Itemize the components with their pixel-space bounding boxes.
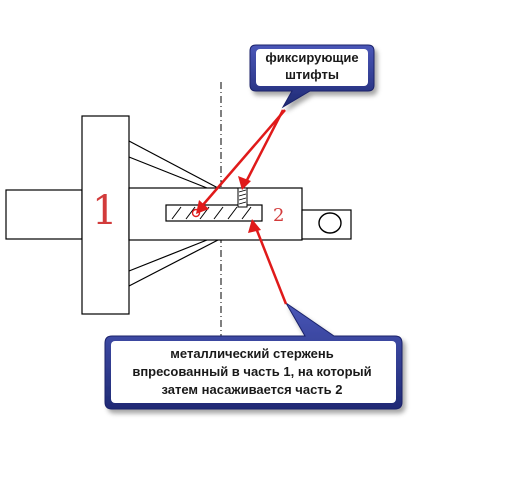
arrows xyxy=(196,109,288,305)
arrowhead-round-pin xyxy=(196,200,209,214)
part-2-number: 2 xyxy=(273,205,284,226)
rod-hatching xyxy=(171,206,252,220)
arrow-to-rod xyxy=(254,227,288,305)
callout-fixing-pins xyxy=(249,44,375,109)
arrowhead-vertical-pin xyxy=(238,176,251,190)
callout-metal-rod xyxy=(104,302,403,410)
callout-rod-line-3: затем насаживается часть 2 xyxy=(161,382,342,397)
metal-rod xyxy=(165,204,263,222)
lug-hole xyxy=(318,212,342,234)
cone-supports xyxy=(128,140,219,287)
arrow-to-vertical-pin xyxy=(244,109,285,183)
callout-rod-line-1: металлический стержень xyxy=(170,346,333,361)
arrowhead-rod xyxy=(248,219,261,233)
pin-hatching xyxy=(238,189,247,205)
shaft xyxy=(5,189,83,240)
callout-rod-line-2: впресованный в часть 1, на который xyxy=(132,364,371,379)
callout-pins-line-1: фиксирующие xyxy=(265,50,358,65)
arrow-to-round-pin xyxy=(201,109,286,207)
callout-pins-line-2: штифты xyxy=(285,67,339,82)
part-1-number: 1 xyxy=(92,188,117,234)
